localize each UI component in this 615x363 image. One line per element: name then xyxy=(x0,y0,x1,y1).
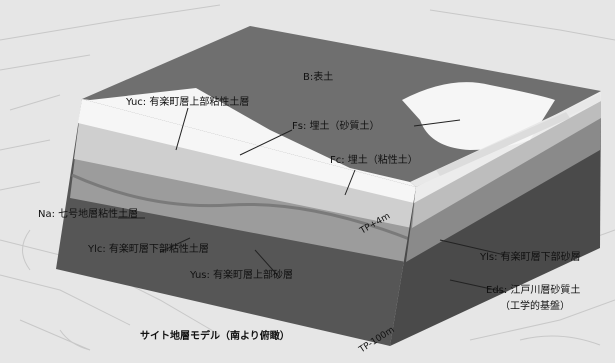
label-yls: Yls: 有楽町層下部砂層 xyxy=(480,252,581,263)
label-fc: Fc: 埋土（粘性土） xyxy=(330,155,418,166)
top-fill-front xyxy=(82,88,416,187)
label-fs: Fs: 埋土（砂質土） xyxy=(292,121,380,132)
label-eds-2: （工学的基盤） xyxy=(500,301,570,312)
leader-lines xyxy=(118,107,506,293)
label-yus: Yus: 有楽町層上部砂層 xyxy=(190,270,294,281)
left-face-wave xyxy=(71,173,413,242)
label-ylc: Ylc: 有楽町層下部粘性土層 xyxy=(88,244,209,255)
label-eds-1: Eds: 江戸川層砂質土 xyxy=(486,285,581,296)
label-na: Na: 七号地層粘性土層 xyxy=(38,209,139,220)
caption: サイト地層モデル（南より俯瞰） xyxy=(140,331,290,342)
left-face-fill xyxy=(78,99,416,203)
label-b: B:表土 xyxy=(303,72,334,83)
label-yuc: Yuc: 有楽町層上部粘性土層 xyxy=(126,97,250,108)
top-road xyxy=(436,112,570,176)
